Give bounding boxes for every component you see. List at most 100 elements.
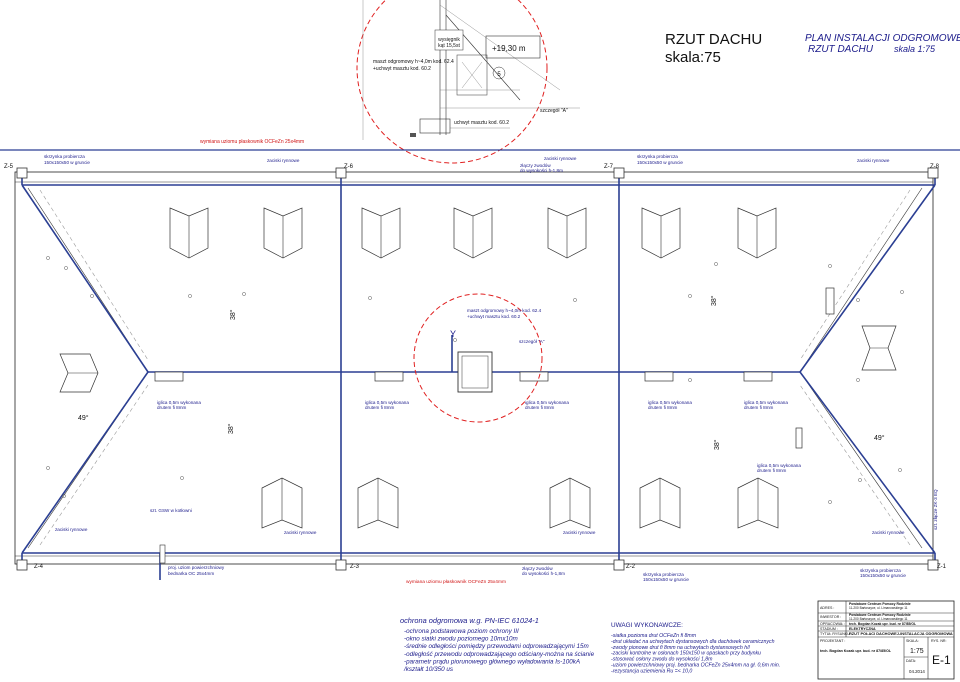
- vent-marker: [90, 294, 94, 298]
- detail-ref-label: szczegół "A": [540, 108, 568, 114]
- vent-marker: [856, 378, 860, 382]
- tb-adres-b: 11-200 Bartoszyce, ul. Limanowskiego 11: [849, 606, 908, 610]
- bottom-replace-note: wymiana uziomu płaskownik OCFeZn 25x4mm: [406, 579, 506, 585]
- tb-adres-label: ADRES :: [820, 606, 834, 610]
- vent-marker: [46, 466, 50, 470]
- marker-z6: Z-6: [344, 164, 354, 170]
- tb-stadium-label: STADIUM :: [820, 627, 838, 631]
- protection-line: -parametr prądu piorunowego głównego wył…: [404, 658, 580, 665]
- vent-marker: [688, 294, 692, 298]
- roof-window: [59, 353, 99, 393]
- vent-marker: [62, 494, 66, 498]
- rod-label-5b: drutem fi 8mm: [744, 405, 774, 410]
- mast-label-a: maszt odgromowy h~4,0m kod. 62.4: [373, 59, 454, 65]
- tb-inwestor-label: INWESTOR :: [820, 615, 841, 619]
- plan-title: PLAN INSTALACJI ODGROMOWEJ: [805, 33, 960, 44]
- angle-label-left: 49°: [78, 414, 89, 422]
- tb-skala: 1:75: [910, 648, 924, 655]
- elevation-label: +19,30 m: [492, 44, 526, 53]
- center-detail-outline: [413, 293, 543, 423]
- detail-circle-top: wysięgnik kąt 15,5st +19,30 m 5 maszt od…: [356, 0, 580, 164]
- earth-label-b: bednarka OC 25x4mm: [168, 571, 214, 576]
- roof-window: [549, 477, 591, 529]
- protection-line: -odległość przewodu odprowadzającego odś…: [404, 651, 595, 658]
- note-line: -rezystancja uziemienia Ru =< 10,0: [611, 668, 692, 674]
- detail-point-label: 5: [497, 72, 501, 78]
- note-line: -zwody pionowe drut fi 8mm na uchwytach …: [611, 645, 751, 651]
- rod-label-4b: drutem fi 8mm: [648, 405, 678, 410]
- note-line: -zaciski kontrolne w osłonach 150x150 w …: [611, 651, 761, 657]
- note-line: -uziom powierzchniowy proj. bednarka OCF…: [611, 663, 780, 669]
- tb-tytul-label: TYTUŁ RYSUNKU :: [820, 632, 852, 636]
- top-earthing-note: wymiana uziomu płaskownik OCFeZn 25x4mm: [200, 139, 304, 145]
- rod-label-4a: iglica 0,5m wykonana: [648, 400, 692, 405]
- marker-z5: Z-5: [4, 164, 14, 170]
- tb-stadium: ELEKTRYCZNA: [849, 627, 876, 631]
- mast-y-label: Y: [450, 329, 456, 339]
- note-line: -siatka pozioma drut OCFeZn fi 8mm: [611, 633, 697, 639]
- vent-marker: [46, 256, 50, 260]
- roof-window: [641, 207, 681, 259]
- notes-title: UWAGI WYKONAWCZE:: [611, 622, 683, 629]
- box-right-label-b: 150x150x50 w gruncie: [637, 160, 683, 165]
- bottom-box-a: skrzynka probiercza: [643, 572, 684, 577]
- roof-window: [639, 477, 681, 529]
- tb-opracowal: tech. Bogdan Kozak upr. bud. nr 87/85/OL: [849, 622, 916, 626]
- vent-marker: [828, 500, 832, 504]
- tb-inwestor-b: 11-200 Bartoszyce, ul. Limanowskiego 11: [849, 617, 908, 621]
- rod-label-3a: iglica 0,5m wykonana: [525, 400, 569, 405]
- protection-line: /kształt 10/350 us: [403, 666, 454, 673]
- marker-z3: Z-3: [350, 564, 360, 570]
- bottom-covered-b: do wysokości h-1,8m: [522, 571, 565, 576]
- gutter-clamp-label-3: zaciski rynnowe: [857, 158, 890, 163]
- rod-label-5a: iglica 0,5m wykonana: [744, 400, 788, 405]
- tb-projektant: tech. Bogdan Kozak upr. bud. nr 87/85/OL: [820, 649, 892, 653]
- tb-tytul: RZUT POŁACI DACHOWEJ-INSTALACJA ODGROMOW…: [849, 631, 953, 636]
- tb-inwestor-a: Powiatowe Centrum Pomocy Rodzinie: [849, 613, 911, 617]
- bottom-clamp-right: zaciski rynnowe: [872, 530, 905, 535]
- marker-z1: Z-1: [937, 564, 947, 570]
- angle-label-right: 49°: [874, 434, 885, 442]
- roof-window: [261, 477, 303, 529]
- rod-label-3b: drutem fi 8mm: [525, 405, 555, 410]
- jib-label-b: kąt 15,5st: [438, 43, 460, 49]
- detail-circle-center: Y maszt odgromowy h~4,0m kod. 62.4 +uchw…: [413, 293, 545, 423]
- center-mast-label-a: maszt odgromowy h~4,0m kod. 62.4: [467, 308, 542, 313]
- rod-label-6a: iglica 0,5m wykonana: [757, 463, 801, 468]
- protection-line: -okno siatki zwodu poziomego 10mx10m: [404, 636, 518, 643]
- bottom-box2-b: 150x150x50 w gruncie: [860, 573, 906, 578]
- covered-down-label-b: do wysokości h-1,8m: [520, 168, 563, 173]
- bottom-box-b: 150x150x50 w gruncie: [643, 577, 689, 582]
- roof-window: [453, 207, 493, 259]
- plan-subtitle-left: RZUT DACHU: [808, 44, 874, 55]
- roof-window: [169, 207, 209, 259]
- vent-marker: [858, 478, 862, 482]
- center-mast-label-b: +uchwyt masztu kod. 60.2: [467, 314, 521, 319]
- angle-label-3: 38°: [227, 423, 235, 434]
- vent-marker: [64, 266, 68, 270]
- holder-label: uchwyt masztu kod. 60.2: [454, 120, 509, 126]
- protection-line: -średnie odległości pomiędzy przewodami …: [404, 643, 589, 650]
- title-block: ADRES : Powiatowe Centrum Pomocy Rodzini…: [817, 600, 955, 680]
- mast-label-b: +uchwyt masztu kod. 60.2: [373, 66, 431, 72]
- vent-marker: [368, 296, 372, 300]
- tb-drawing-number: E-1: [932, 653, 951, 667]
- vent-marker: [688, 378, 692, 382]
- top-labels: skrzynka probiercza 150x150x50 w gruncie…: [44, 154, 890, 173]
- boiler-room-label: szt. GSW w kotłowni: [150, 508, 192, 513]
- vent-marker: [573, 298, 577, 302]
- tb-adres-a: Powiatowe Centrum Pomocy Rodzinie: [849, 602, 911, 606]
- marker-z8: Z-8: [930, 164, 940, 170]
- rod-label-1a: iglica 0,5m wykonana: [157, 400, 201, 405]
- vent-marker: [188, 294, 192, 298]
- covered-down-label-a: złączy zwodów: [520, 163, 551, 168]
- execution-notes: UWAGI WYKONAWCZE: -siatka pozioma drut O…: [611, 622, 780, 674]
- tb-opracowal-label: OPRACOWAŁ :: [820, 622, 845, 626]
- bottom-covered-a: złączy zwodów: [522, 566, 553, 571]
- box-left-label-b: 150x150x50 w gruncie: [44, 160, 90, 165]
- tb-skala-label: SKALA:: [906, 639, 919, 643]
- marker-z2: Z-2: [626, 564, 636, 570]
- note-line: -drut układać na uchwytach dystansowych …: [611, 639, 775, 645]
- main-scale: skala:75: [665, 49, 721, 66]
